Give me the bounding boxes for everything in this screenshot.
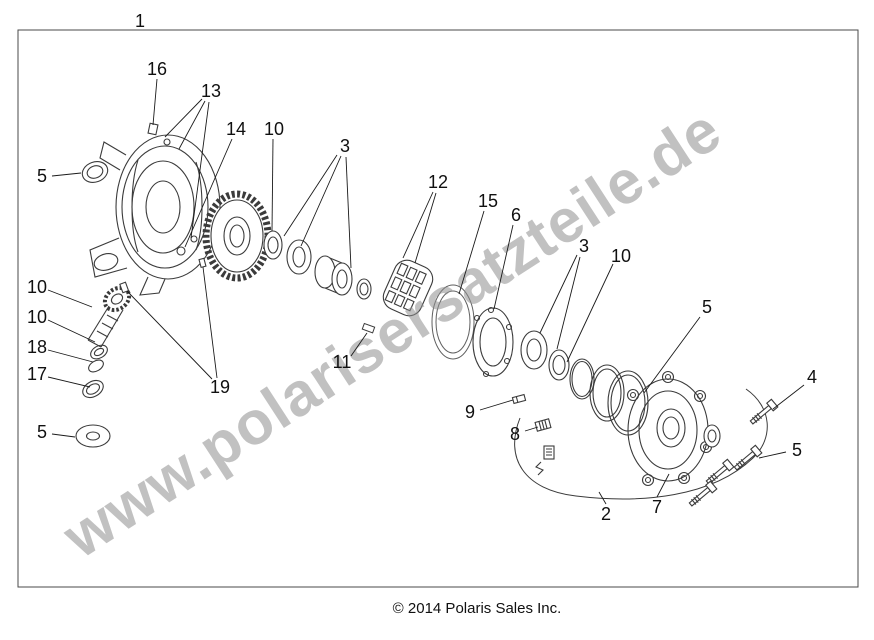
leader-line (643, 316, 701, 394)
leader-line (539, 254, 578, 334)
retainer-plate (472, 306, 514, 378)
leader-line (47, 319, 96, 343)
output-cover (626, 370, 721, 487)
input-bearing-set (263, 230, 372, 300)
leader-line (184, 138, 233, 248)
copyright-text: © 2014 Polaris Sales Inc. (392, 600, 562, 617)
leader-line (758, 451, 787, 459)
leader-line (566, 263, 614, 363)
leader-line (524, 426, 539, 432)
diagram-border (17, 29, 859, 588)
leader-line (47, 289, 93, 308)
needle-roller (361, 322, 376, 334)
leader-line (271, 138, 274, 232)
mounting-bolts (688, 398, 779, 507)
leader-line (47, 349, 94, 363)
leader-line (178, 100, 206, 150)
leader-line (164, 98, 203, 138)
subassembly-outline (514, 388, 768, 500)
leader-line (479, 399, 514, 411)
leader-line (51, 172, 82, 177)
leader-line (47, 376, 91, 388)
leader-line (350, 332, 368, 357)
leader-line (656, 473, 670, 498)
gearcase-housing (89, 122, 221, 296)
leader-line (152, 78, 158, 126)
leader-line (51, 433, 76, 438)
leader-line (493, 224, 514, 310)
leader-line (126, 290, 213, 380)
leader-line (202, 266, 218, 379)
leader-line (402, 191, 434, 259)
small-fittings (511, 393, 555, 476)
output-bearing-set (520, 330, 595, 400)
leader-line (300, 155, 342, 247)
needle-cage-bearing (382, 259, 434, 317)
pinion-shaft-assembly (75, 285, 132, 448)
leader-line (283, 154, 338, 237)
input-seal (81, 161, 109, 183)
leader-line (598, 491, 607, 505)
leader-line (772, 384, 805, 410)
leader-line (458, 210, 485, 295)
dowel-pins (119, 257, 207, 294)
leader-line (190, 101, 210, 239)
leader-line (345, 156, 352, 269)
leader-line (556, 256, 581, 350)
gasket (431, 284, 475, 360)
leader-line (414, 192, 437, 264)
